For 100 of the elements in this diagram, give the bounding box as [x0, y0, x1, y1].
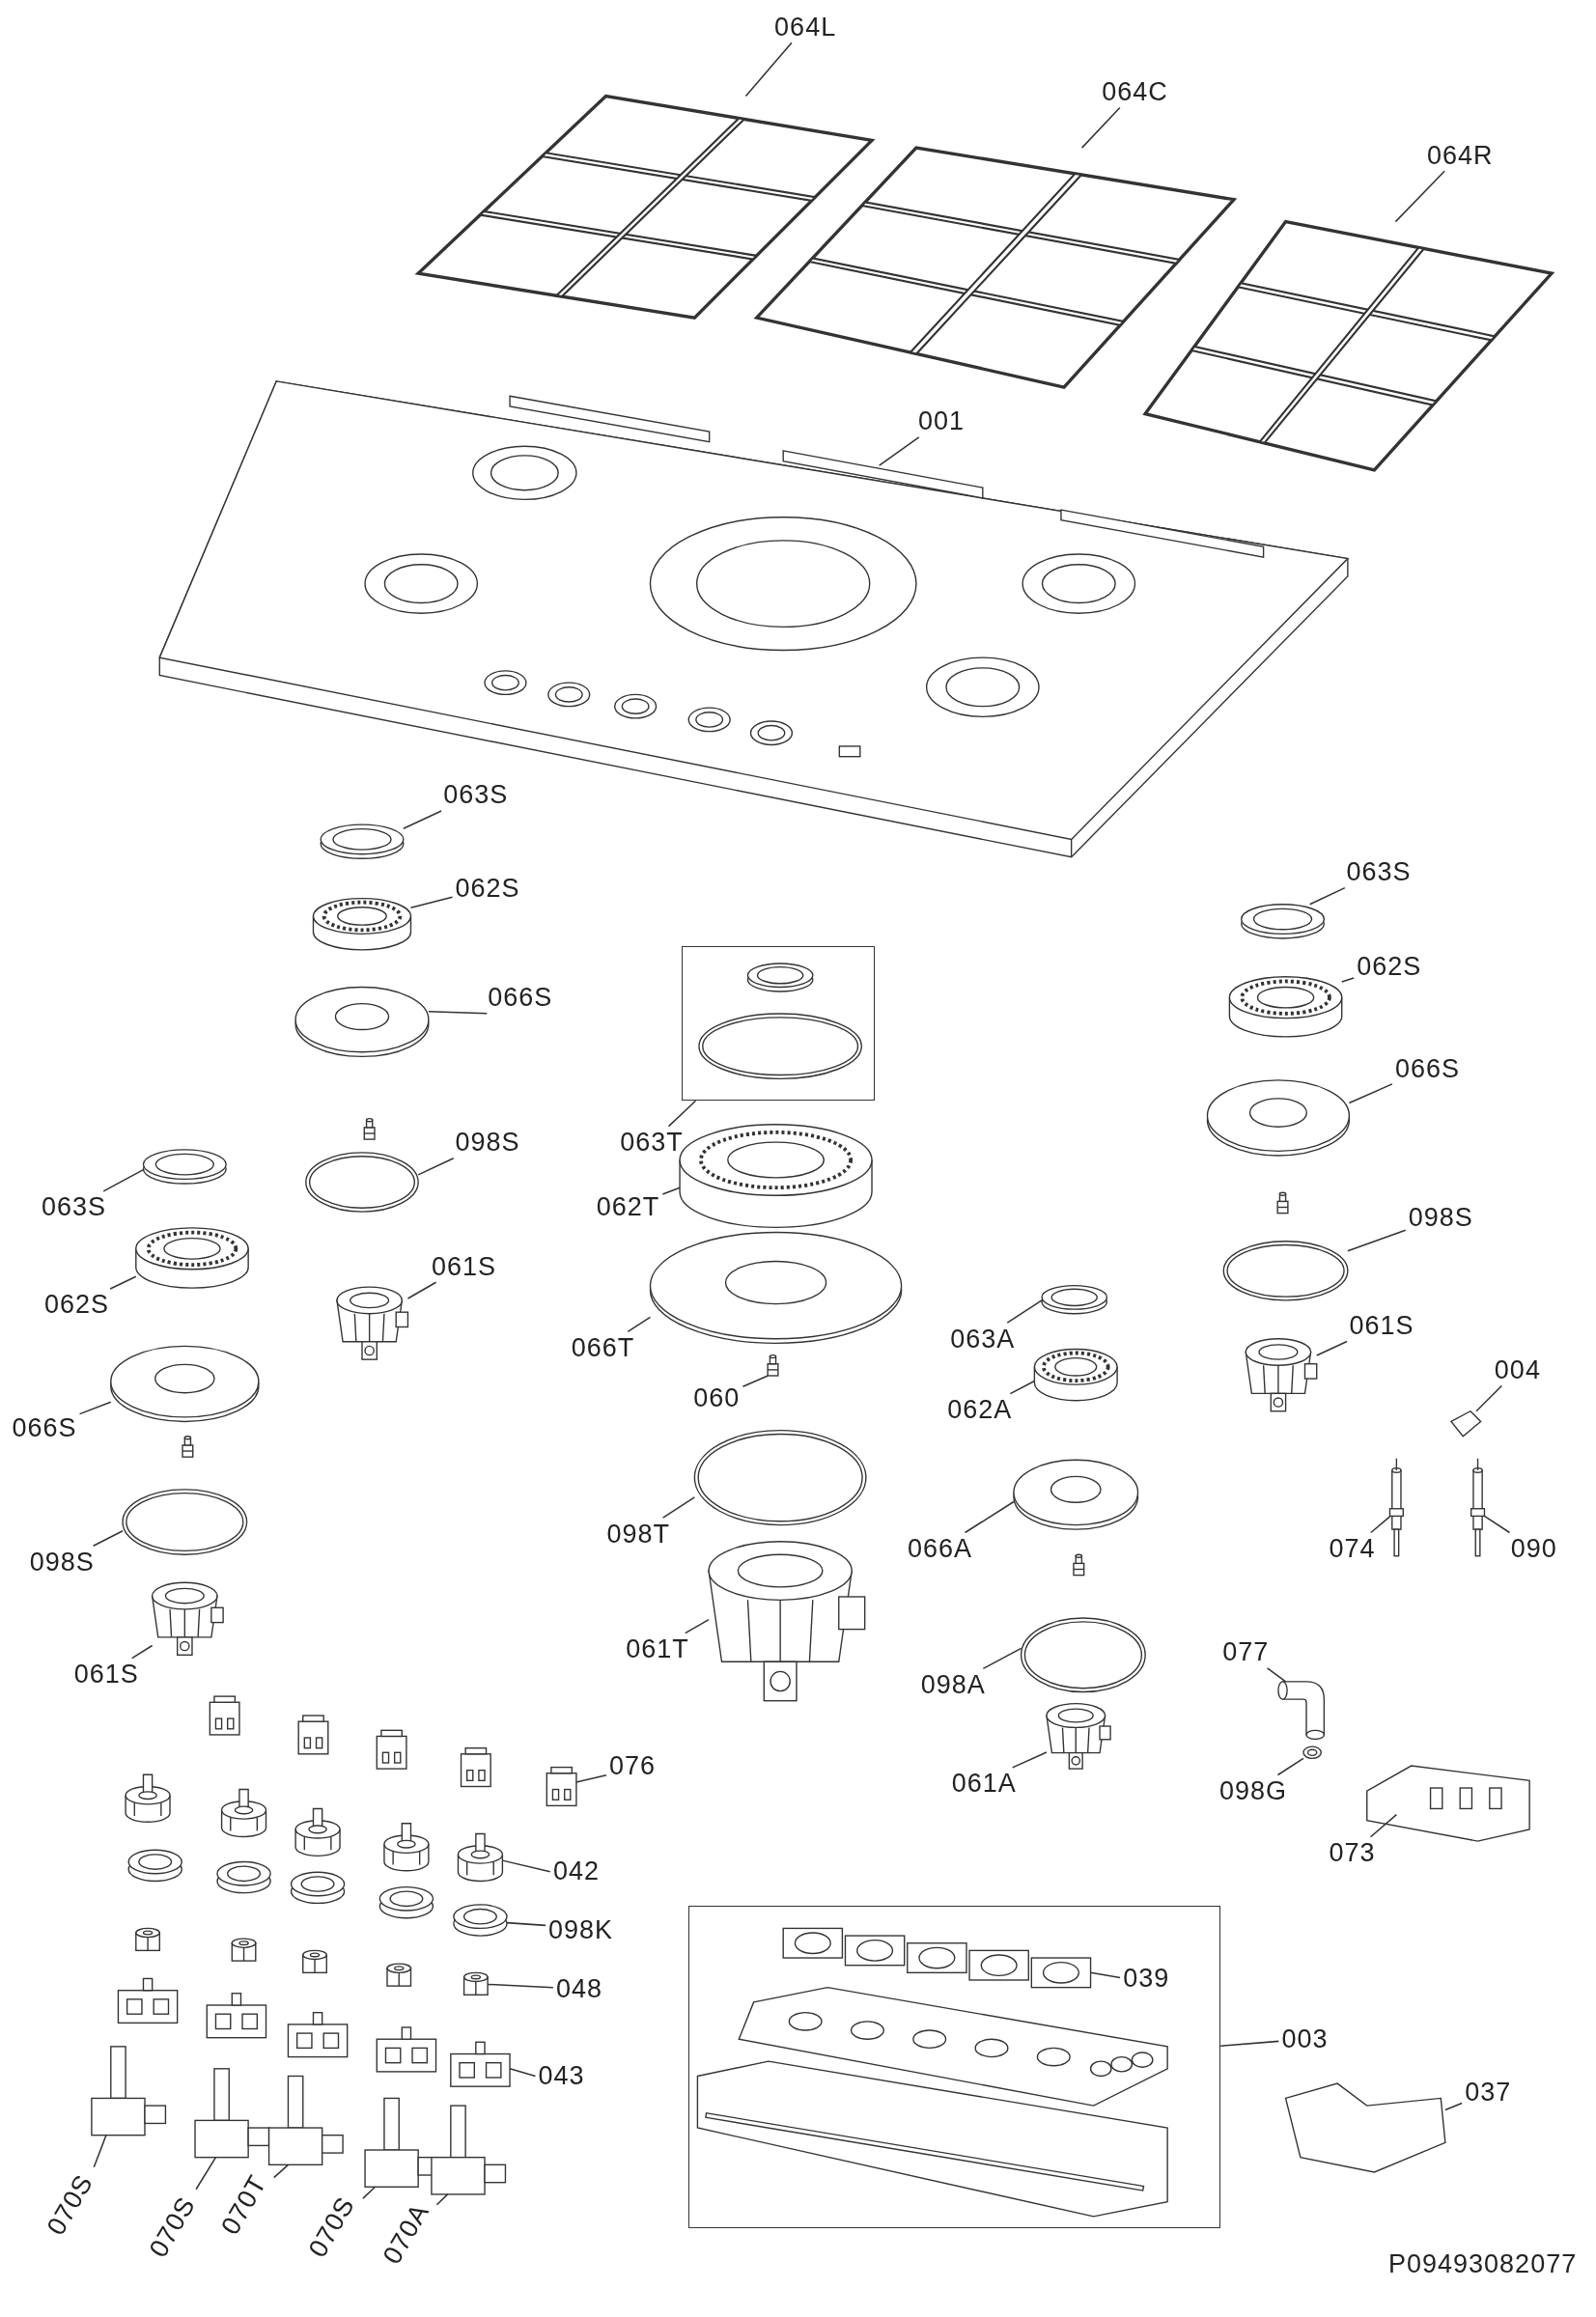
leader-line: [1011, 1751, 1048, 1769]
callout-number: 063A: [950, 1326, 1016, 1353]
burner-crown-drawing: [1033, 1348, 1118, 1402]
callout-number: 042: [552, 1857, 600, 1884]
leader-line: [1483, 1515, 1511, 1534]
leader-line: [506, 1921, 546, 1927]
leader-line: [1308, 886, 1346, 906]
leader-line: [575, 1774, 607, 1783]
callout-number: 090: [1510, 1535, 1557, 1562]
microswitch-drawing: [450, 2041, 511, 2087]
leader-line: [1219, 2040, 1280, 2047]
callout-number: 064L: [774, 14, 837, 41]
leader-line: [1475, 1384, 1503, 1412]
bezel-strip-drawing: [782, 1927, 1091, 1988]
leader-line: [130, 1644, 154, 1660]
burner-crown-drawing: [312, 897, 412, 951]
group-frame: [688, 1906, 1221, 2229]
pan-support-drawing: [414, 94, 876, 320]
leader-line: [685, 1618, 710, 1634]
leader-line: [742, 1375, 770, 1387]
spreader-plate-drawing: [110, 1345, 260, 1423]
callout-number: 076: [609, 1752, 657, 1779]
callout-number: 098S: [29, 1549, 95, 1576]
callout-number: 004: [1494, 1356, 1541, 1383]
callout-number: 062S: [44, 1291, 110, 1318]
seal-ring-drawing: [1020, 1617, 1146, 1693]
leader-line: [93, 2134, 107, 2168]
leader-line: [1369, 1813, 1398, 1838]
callout-number: 043: [538, 2062, 585, 2089]
callout-number: 062T: [596, 1193, 660, 1220]
knob-drawing: [457, 1832, 504, 1883]
seal-ring-drawing: [1222, 1241, 1349, 1301]
leader-line: [1315, 1340, 1348, 1356]
callout-number: 061S: [73, 1661, 139, 1688]
callout-number: 003: [1281, 2025, 1329, 2052]
leader-line: [1080, 106, 1121, 149]
burner-crown-drawing: [135, 1227, 249, 1289]
electrode-drawing: [1470, 1458, 1486, 1557]
leader-line: [667, 1100, 697, 1128]
burner-cap-drawing: [142, 1149, 227, 1185]
callout-number: 063S: [1346, 858, 1412, 885]
leader-line: [1009, 1380, 1036, 1395]
leader-line: [1266, 1667, 1287, 1683]
leader-line: [272, 2163, 290, 2179]
document-number: P09493082077: [1388, 2249, 1578, 2279]
bezel-ring-drawing: [453, 1904, 508, 1937]
callout-number: 039: [1123, 1965, 1170, 1992]
callout-number: 098T: [606, 1521, 670, 1548]
washer-drawing: [1302, 1745, 1322, 1760]
callout-number: 060: [693, 1384, 741, 1411]
callout-number: 063T: [620, 1129, 684, 1156]
callout-number: 063S: [42, 1193, 107, 1220]
leader-line: [1276, 1757, 1304, 1776]
leader-line: [661, 1496, 696, 1519]
seal-ring-drawing: [305, 1152, 419, 1213]
ignition-module-drawing: [1284, 2082, 1446, 2173]
callout-number: 066T: [571, 1334, 635, 1361]
callout-number: 061S: [1349, 1312, 1414, 1339]
callout-number: 062A: [947, 1396, 1013, 1423]
valve-drawing: [267, 2075, 344, 2165]
burner-base-drawing: [1245, 1338, 1318, 1412]
electrode-drawing: [1388, 1458, 1404, 1557]
leader-line: [964, 1500, 1015, 1534]
burner-base-drawing: [1046, 1702, 1111, 1770]
callout-number: 066A: [907, 1535, 972, 1562]
valve-drawing: [194, 2068, 270, 2159]
callout-number: 001: [917, 407, 965, 434]
elbow-fitting-drawing: [1277, 1681, 1326, 1741]
leader-line: [1347, 1229, 1407, 1252]
switch-drawing: [546, 1766, 577, 1807]
leader-line: [1348, 1083, 1393, 1104]
callout-number: 063S: [443, 781, 509, 808]
leader-line: [1444, 2102, 1463, 2111]
leader-line: [417, 1157, 455, 1176]
callout-number: 037: [1465, 2079, 1512, 2106]
leader-line: [78, 1401, 112, 1415]
callout-number: 066S: [12, 1414, 77, 1440]
leader-line: [1006, 1299, 1043, 1324]
terminal-block-drawing: [1366, 1765, 1530, 1842]
leader-line: [362, 2186, 377, 2199]
leader-line: [109, 1275, 137, 1290]
leader-line: [406, 1281, 437, 1299]
seal-ring-drawing: [122, 1489, 248, 1555]
injector-drawing: [767, 1354, 779, 1377]
burner-base-drawing: [151, 1581, 224, 1656]
callout-number: 061S: [432, 1253, 497, 1280]
callout-number: 066S: [488, 984, 553, 1011]
leader-line: [102, 1168, 145, 1192]
callout-number: 061A: [951, 1770, 1017, 1797]
leader-line: [1394, 170, 1445, 223]
seal-ring-drawing: [693, 1429, 867, 1526]
callout-number: 098K: [547, 1916, 614, 1943]
leader-line: [487, 1983, 554, 1989]
spreader-plate-drawing: [1013, 1459, 1139, 1530]
callout-number: 066S: [1395, 1055, 1461, 1082]
callout-number: 064C: [1102, 78, 1168, 105]
callout-number: 077: [1222, 1638, 1270, 1665]
valve-drawing: [91, 2046, 167, 2136]
callout-number: 073: [1329, 1839, 1376, 1866]
leader-line: [627, 1316, 652, 1333]
